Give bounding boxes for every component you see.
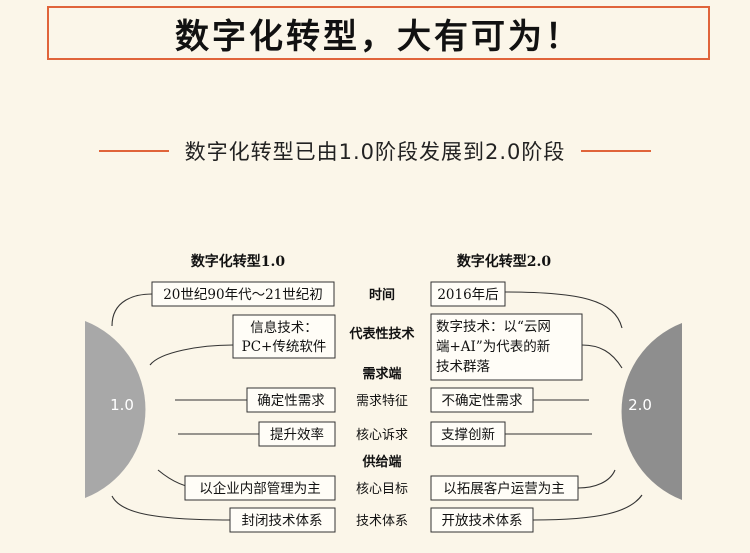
left-box-tech-line2: PC+传统软件: [242, 339, 327, 355]
left-connector-time: [111, 293, 153, 327]
left-box-tech: 信息技术： PC+传统软件: [232, 314, 336, 359]
right-box-goal-text: 以拓展客户运营为主: [443, 480, 565, 497]
right-box-demand: 不确定性需求: [430, 387, 534, 413]
right-box-tech-line1: 数字技术：以“云网: [436, 319, 551, 335]
subtitle-row: 数字化转型已由1.0阶段发展到2.0阶段: [0, 136, 750, 166]
dimension-tech: 代表性技术: [348, 326, 414, 342]
left-circle-label: 1.0: [110, 396, 134, 414]
dimension-supply-side: 供给端: [361, 454, 401, 470]
subtitle-line-right: [581, 150, 652, 152]
left-box-goal-text: 以企业内部管理为主: [199, 480, 321, 497]
left-box-time-text: 20世纪90年代～21世纪初: [163, 286, 323, 303]
left-connector-system: [111, 495, 231, 521]
right-box-tech-line2: 端+AI”为代表的新: [436, 339, 550, 355]
right-box-system: 开放技术体系: [430, 507, 534, 533]
left-box-appeal-text: 提升效率: [270, 426, 324, 443]
title-banner: 数字化转型，大有可为！: [47, 6, 710, 60]
dimension-demand-side: 需求端: [362, 366, 401, 382]
right-box-system-text: 开放技术体系: [442, 513, 523, 529]
right-box-time-text: 2016年后: [437, 287, 498, 303]
dimension-demand: 需求特征: [356, 394, 408, 409]
page-title: 数字化转型，大有可为！: [175, 16, 582, 57]
left-box-goal: 以企业内部管理为主: [184, 475, 336, 501]
dimension-goal: 核心目标: [356, 482, 408, 497]
left-connector-tech: [149, 344, 234, 366]
right-circle-label: 2.0: [628, 396, 652, 414]
right-stage-heading: 数字化转型2.0: [457, 253, 552, 270]
left-box-demand: 确定性需求: [246, 387, 336, 413]
subtitle-line-left: [98, 150, 169, 152]
right-connector-tech: [581, 344, 623, 369]
dimension-appeal: 核心诉求: [356, 428, 408, 443]
dimension-time: 时间: [369, 287, 395, 303]
dimension-system: 技术体系: [356, 514, 408, 529]
right-box-time: 2016年后: [430, 281, 506, 307]
left-box-appeal: 提升效率: [258, 421, 336, 447]
connector-lines: [111, 291, 643, 521]
right-stage-circle: [621, 323, 682, 500]
left-stage-circle: [85, 321, 146, 498]
right-connector-time: [504, 291, 623, 329]
right-box-demand-text: 不确定性需求: [442, 393, 523, 409]
right-connector-system: [532, 494, 643, 521]
right-box-tech: 数字技术：以“云网 端+AI”为代表的新 技术群落: [430, 313, 583, 381]
left-box-system-text: 封闭技术体系: [242, 513, 323, 529]
left-box-system: 封闭技术体系: [229, 507, 336, 533]
left-box-time: 20世纪90年代～21世纪初: [151, 281, 335, 307]
subtitle: 数字化转型已由1.0阶段发展到2.0阶段: [184, 140, 566, 164]
left-stage-heading: 数字化转型1.0: [191, 253, 286, 270]
left-box-tech-line1: 信息技术：: [250, 319, 318, 336]
right-box-goal: 以拓展客户运营为主: [430, 475, 579, 501]
left-box-demand-text: 确定性需求: [257, 393, 325, 409]
right-box-tech-line3: 技术群落: [436, 359, 490, 375]
right-connector-goal: [577, 469, 616, 489]
right-box-appeal: 支撑创新: [430, 421, 506, 447]
right-box-appeal-text: 支撑创新: [441, 427, 495, 443]
